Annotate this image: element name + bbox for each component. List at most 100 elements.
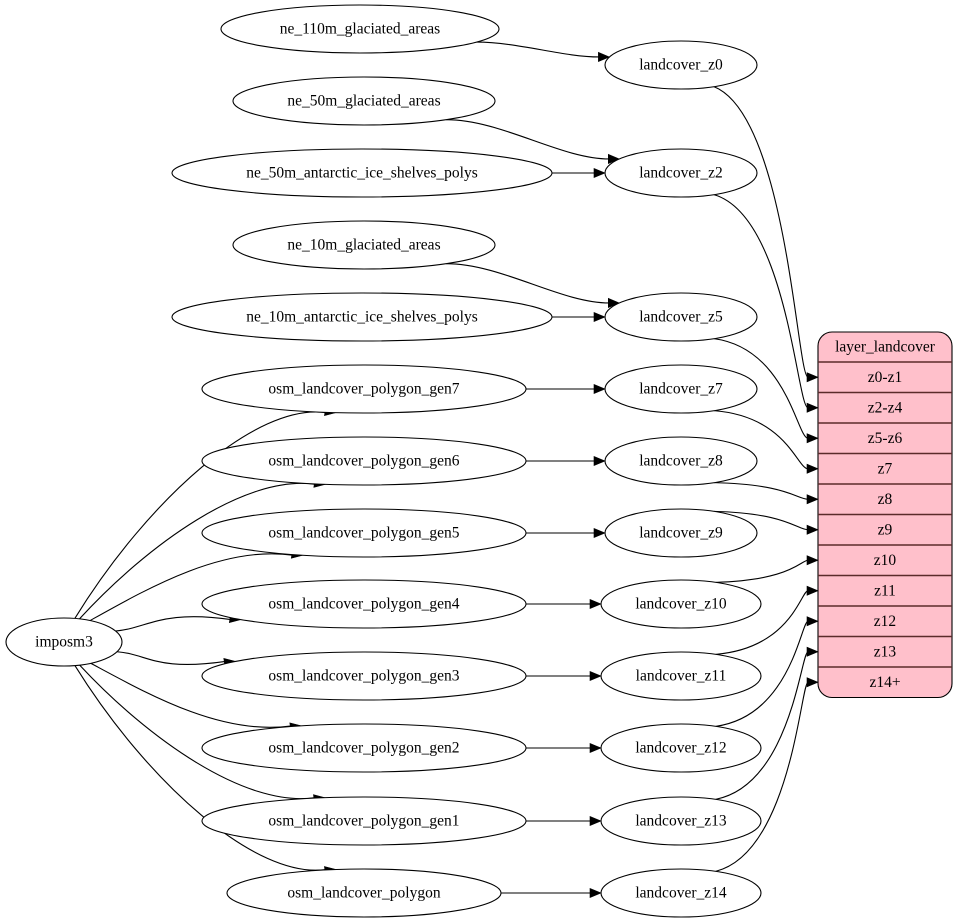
edge-arrowhead [593,167,606,179]
edge-path [115,616,231,632]
node-label-landcover_z8: landcover_z8 [639,453,723,470]
edge-arrowhead [806,494,819,505]
edge-path [713,86,809,378]
node-ellipse-osm_landcover_polygon_gen1 [201,796,527,846]
edge-landcover_z0-to-layer_landcover.z0-z1 [713,86,819,383]
node-ellipse-osm_landcover_polygon_gen4 [201,579,527,629]
node-ellipse-ne_10m_antarctic_ice_shelves_polys [171,292,553,342]
edge-arrowhead [593,383,606,395]
node-label-osm_landcover_polygon_gen3: osm_landcover_polygon_gen3 [268,668,459,685]
node-ellipse-ne_10m_glaciated_areas [232,220,496,270]
node-ne_10m_glaciated_areas[interactable]: ne_10m_glaciated_areas [232,220,496,270]
node-ellipse-landcover_z13 [600,796,762,846]
edge-arrowhead [806,616,819,627]
edge-path [715,559,809,583]
node-ne_110m_glaciated_areas[interactable]: ne_110m_glaciated_areas [220,4,500,54]
edge-landcover_z8-to-layer_landcover.z8 [713,482,819,505]
edge-path [89,553,293,622]
node-landcover_z11[interactable]: landcover_z11 [600,651,762,701]
edge-path [713,194,809,409]
node-osm_landcover_polygon[interactable]: osm_landcover_polygon [226,868,502,918]
edge-path [713,338,809,439]
edge-landcover_z10-to-layer_landcover.z10 [715,555,819,583]
node-label-osm_landcover_polygon: osm_landcover_polygon [287,885,441,902]
node-label-landcover_z14: landcover_z14 [635,885,726,902]
node-landcover_z12[interactable]: landcover_z12 [600,723,762,773]
edge-ne_50m_antarctic_ice_shelves_polys-to-landcover_z2 [552,167,606,179]
node-osm_landcover_polygon_gen7[interactable]: osm_landcover_polygon_gen7 [201,364,527,414]
edge-arrowhead [806,402,819,413]
node-ellipse-imposm3 [5,617,123,667]
node-ne_10m_antarctic_ice_shelves_polys[interactable]: ne_10m_antarctic_ice_shelves_polys [171,292,553,342]
node-label-landcover_z10: landcover_z10 [635,596,726,613]
node-landcover_z9[interactable]: landcover_z9 [604,508,758,558]
layer-table-row-label-z10: z10 [874,552,897,569]
node-landcover_z13[interactable]: landcover_z13 [600,796,762,846]
node-label-ne_110m_glaciated_areas: ne_110m_glaciated_areas [280,21,440,38]
node-label-landcover_z0: landcover_z0 [639,57,723,74]
node-label-landcover_z13: landcover_z13 [635,813,726,830]
node-osm_landcover_polygon_gen4[interactable]: osm_landcover_polygon_gen4 [201,579,527,629]
layer-table-title: layer_landcover [835,339,936,356]
edge-path [715,620,809,727]
edge-path [79,664,316,800]
node-landcover_z10[interactable]: landcover_z10 [600,579,762,629]
edge-arrowhead [806,433,819,444]
edge-arrowhead [806,524,819,535]
edge-path [90,662,292,728]
node-osm_landcover_polygon_gen2[interactable]: osm_landcover_polygon_gen2 [201,723,527,773]
node-osm_landcover_polygon_gen6[interactable]: osm_landcover_polygon_gen6 [201,436,527,486]
edge-arrowhead [589,887,602,899]
edge-landcover_z11-to-layer_landcover.z11 [715,585,819,655]
node-label-landcover_z9: landcover_z9 [639,525,723,542]
node-ellipse-landcover_z11 [600,651,762,701]
layer-table-row-label-z8: z8 [878,491,893,508]
edge-path [713,482,809,500]
node-label-ne_50m_antarctic_ice_shelves_polys: ne_50m_antarctic_ice_shelves_polys [246,165,478,182]
edge-arrowhead [806,555,819,566]
node-ellipse-landcover_z2 [604,148,758,198]
node-osm_landcover_polygon_gen3[interactable]: osm_landcover_polygon_gen3 [201,651,527,701]
edge-path [446,119,610,160]
node-ellipse-osm_landcover_polygon_gen3 [201,651,527,701]
node-osm_landcover_polygon_gen1[interactable]: osm_landcover_polygon_gen1 [201,796,527,846]
node-landcover_z2[interactable]: landcover_z2 [604,148,758,198]
edge-landcover_z12-to-layer_landcover.z12 [715,616,819,727]
node-ellipse-landcover_z14 [600,868,762,918]
node-ne_50m_antarctic_ice_shelves_polys[interactable]: ne_50m_antarctic_ice_shelves_polys [171,148,553,198]
edge-landcover_z9-to-layer_landcover.z9 [713,510,819,535]
edge-arrowhead [806,372,819,383]
node-landcover_z8[interactable]: landcover_z8 [604,436,758,486]
node-label-landcover_z7: landcover_z7 [639,381,723,398]
node-layer: imposm3 ne_110m_glaciated_areas ne_50m_gla… [5,4,762,918]
layer-table-row-label-z7: z7 [878,460,893,477]
edge-path [713,410,809,470]
node-ellipse-osm_landcover_polygon_gen7 [201,364,527,414]
edge-ne_110m_glaciated_areas-to-landcover_z0 [476,41,611,63]
node-label-osm_landcover_polygon_gen5: osm_landcover_polygon_gen5 [268,525,459,542]
edge-arrowhead [593,455,606,467]
edge-osm_landcover_polygon_gen2-to-landcover_z12 [525,742,602,754]
node-ne_50m_glaciated_areas[interactable]: ne_50m_glaciated_areas [232,76,496,126]
edge-landcover_z13-to-layer_landcover.z13 [715,646,819,800]
node-landcover_z14[interactable]: landcover_z14 [600,868,762,918]
edge-arrowhead [598,51,611,63]
node-landcover_z0[interactable]: landcover_z0 [604,40,758,90]
edge-arrowhead [589,670,602,682]
edge-osm_landcover_polygon_gen1-to-landcover_z13 [526,815,602,827]
node-imposm3[interactable]: imposm3 [5,617,123,667]
node-osm_landcover_polygon_gen5[interactable]: osm_landcover_polygon_gen5 [201,508,527,558]
node-ellipse-osm_landcover_polygon_gen2 [201,723,527,773]
node-label-imposm3: imposm3 [35,634,93,651]
edge-arrowhead [593,527,606,539]
edge-arrowhead [589,742,602,754]
node-landcover_z7[interactable]: landcover_z7 [604,364,758,414]
node-ellipse-osm_landcover_polygon_gen5 [201,508,527,558]
edge-arrowhead [806,463,819,474]
layer-table-row-label-z13: z13 [874,643,897,660]
edge-path [715,651,809,800]
node-ellipse-ne_110m_glaciated_areas [220,4,500,54]
node-landcover_z5[interactable]: landcover_z5 [604,292,758,342]
node-label-ne_10m_glaciated_areas: ne_10m_glaciated_areas [287,237,440,254]
